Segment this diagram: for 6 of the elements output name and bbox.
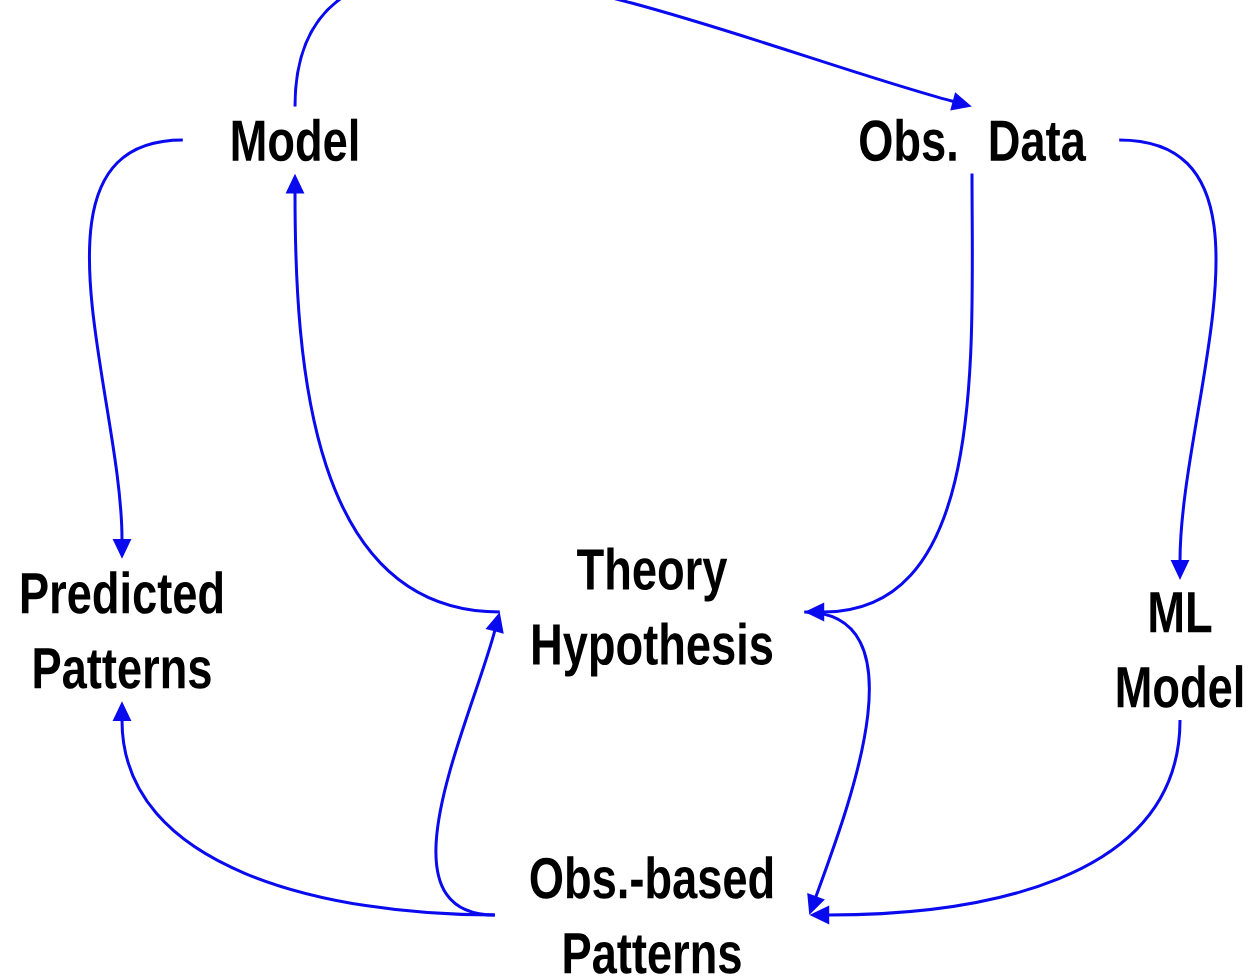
node-label: ML Model [1117,592,1243,708]
node-label: Theory Hypothesis [533,547,773,677]
node-label: Model [232,118,358,162]
node-label: Obs. Data [860,118,1087,162]
node-label: Obs.-based Patterns [530,856,773,974]
node-label: Predicted Patterns [21,571,223,689]
